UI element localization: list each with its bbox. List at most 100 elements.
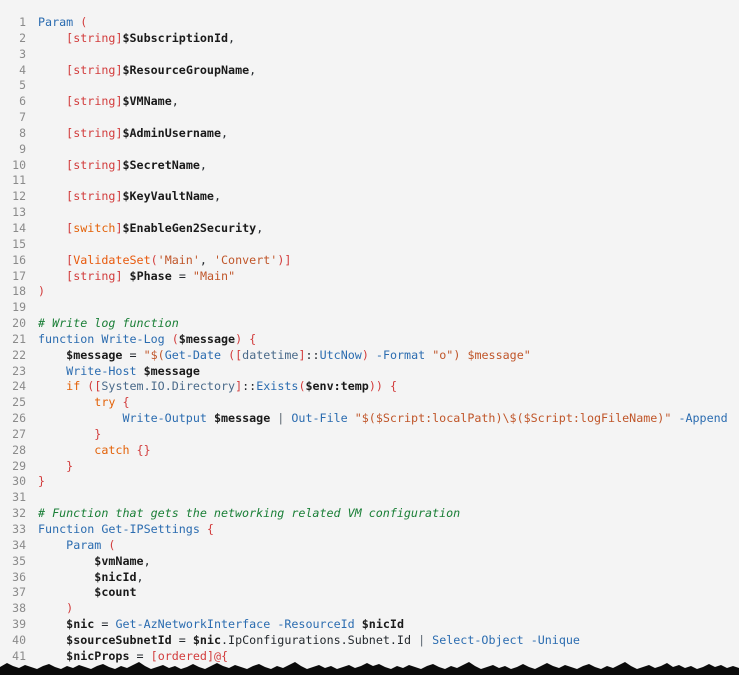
- token-comment: # Function that gets the networking rela…: [38, 506, 461, 521]
- token-plain: [38, 63, 66, 77]
- line-number: 35: [12, 553, 26, 568]
- token-brace: ]: [115, 125, 123, 140]
- token-cmdlet: Function: [38, 522, 95, 536]
- token-op: =: [178, 632, 186, 647]
- token-paren: ): [277, 252, 285, 267]
- token-var: $vmName: [94, 553, 144, 568]
- token-op: ,: [228, 30, 236, 45]
- line-content[interactable]: $sourceSubnetId = $nic.IpConfigurations.…: [34, 633, 739, 649]
- line-content[interactable]: $nic = Get-AzNetworkInterface -ResourceI…: [34, 617, 739, 633]
- code-line: 36 $nicId,: [0, 570, 739, 586]
- line-content[interactable]: [34, 205, 739, 221]
- line-number: 9: [19, 141, 26, 156]
- line-number: 10: [12, 157, 26, 172]
- token-brace: [: [150, 648, 158, 663]
- line-number: 27: [12, 426, 26, 441]
- token-brace: ]: [115, 220, 123, 235]
- code-line: 32 # Function that gets the networking re…: [0, 506, 739, 522]
- token-paren: (: [80, 15, 88, 29]
- line-content[interactable]: [34, 47, 739, 63]
- line-content[interactable]: # Write log function: [34, 316, 739, 332]
- line-content[interactable]: Write-Output $message | Out-File "$($Scr…: [34, 411, 739, 427]
- token-op: =: [129, 347, 137, 362]
- line-content[interactable]: [string]$KeyVaultName,: [34, 189, 739, 205]
- line-content[interactable]: if ([System.IO.Directory]::Exists($env:t…: [34, 379, 739, 395]
- line-number: 21: [12, 331, 26, 346]
- line-number: 40: [12, 632, 26, 647]
- line-content[interactable]: try {: [34, 395, 739, 411]
- token-var: $count: [94, 585, 137, 600]
- code-line: 4 [string]$ResourceGroupName,: [0, 63, 739, 79]
- line-content[interactable]: Param (: [34, 538, 739, 554]
- line-content[interactable]: [string]$AdminUsername,: [34, 126, 739, 142]
- code-line: 28 catch {}: [0, 443, 739, 459]
- line-content[interactable]: [34, 490, 739, 506]
- token-member: Exists: [256, 379, 299, 394]
- line-content[interactable]: [34, 300, 739, 316]
- line-content[interactable]: $message = "$(Get-Date ([datetime]::UtcN…: [34, 348, 739, 364]
- line-content[interactable]: $nicId,: [34, 570, 739, 586]
- line-content[interactable]: Function Get-IPSettings {: [34, 522, 739, 538]
- line-number: 30: [12, 474, 26, 489]
- line-number: 39: [12, 617, 26, 632]
- line-content[interactable]: $vmName,: [34, 554, 739, 570]
- line-content[interactable]: [string]$SubscriptionId,: [34, 31, 739, 47]
- code-line: 2 [string]$SubscriptionId,: [0, 31, 739, 47]
- line-number: 3: [19, 46, 26, 61]
- token-brace: {: [389, 379, 398, 394]
- token-op: ::: [305, 347, 320, 362]
- token-cmdlet: Param: [38, 15, 74, 29]
- line-number: 4: [19, 62, 26, 77]
- line-number: 32: [12, 506, 26, 521]
- token-plain: [38, 348, 66, 362]
- token-var: $AdminUsername: [122, 125, 221, 140]
- code-line: 18): [0, 284, 739, 300]
- line-content[interactable]: catch {}: [34, 443, 739, 459]
- token-plain: [38, 31, 66, 45]
- line-content[interactable]: }: [34, 474, 739, 490]
- token-paren: ): [375, 379, 383, 394]
- token-plain: [122, 348, 129, 362]
- line-number: 12: [12, 189, 26, 204]
- line-content[interactable]: function Write-Log ($message) {: [34, 332, 739, 348]
- token-cmdlet: Get-AzNetworkInterface: [115, 617, 271, 632]
- line-content[interactable]: [string]$SecretName,: [34, 158, 739, 174]
- token-paren: ): [38, 284, 46, 299]
- line-content[interactable]: Param (: [34, 15, 739, 31]
- code-line: 3: [0, 47, 739, 63]
- line-content[interactable]: [string] $Phase = "Main": [34, 269, 739, 285]
- line-content[interactable]: [34, 110, 739, 126]
- line-number: 34: [12, 537, 26, 552]
- token-cmdlet: Param: [66, 537, 102, 552]
- line-content[interactable]: ): [34, 601, 739, 617]
- line-content[interactable]: Write-Host $message: [34, 364, 739, 380]
- token-keyword: catch: [94, 442, 130, 457]
- line-content[interactable]: [string]$ResourceGroupName,: [34, 63, 739, 79]
- line-content[interactable]: [ValidateSet('Main', 'Convert')]: [34, 253, 739, 269]
- token-plain: [38, 570, 94, 584]
- line-number: 17: [12, 268, 26, 283]
- line-number: 14: [12, 220, 26, 235]
- line-content[interactable]: [34, 237, 739, 253]
- line-content[interactable]: [string]$VMName,: [34, 94, 739, 110]
- line-content[interactable]: [34, 78, 739, 94]
- line-content[interactable]: $count: [34, 585, 739, 601]
- line-content[interactable]: # Function that gets the networking rela…: [34, 506, 739, 522]
- code-line: 29 }: [0, 459, 739, 475]
- line-content[interactable]: ): [34, 284, 739, 300]
- line-content[interactable]: [switch]$EnableGen2Security,: [34, 221, 739, 237]
- token-brace: }: [38, 474, 46, 489]
- line-number: 15: [12, 236, 26, 251]
- line-content[interactable]: [34, 173, 739, 189]
- line-content[interactable]: $nicProps = [ordered]@{: [34, 649, 739, 665]
- token-classname: System.IO.Directory: [101, 379, 236, 394]
- line-content[interactable]: }: [34, 427, 739, 443]
- code-line: 38 ): [0, 601, 739, 617]
- token-plain: [172, 633, 179, 647]
- token-plain: [355, 617, 362, 631]
- line-content[interactable]: }: [34, 459, 739, 475]
- line-content[interactable]: [34, 142, 739, 158]
